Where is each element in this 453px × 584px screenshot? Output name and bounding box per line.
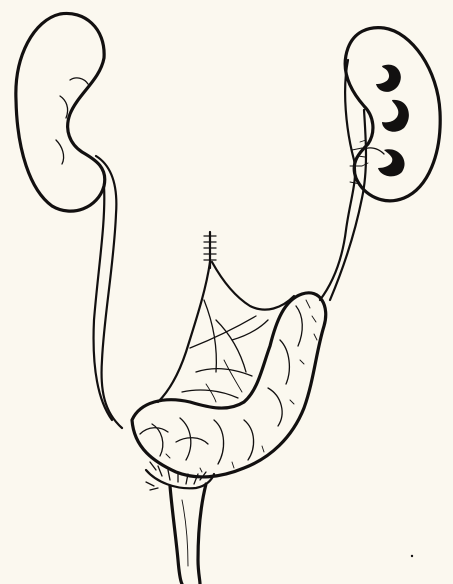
bowel-segment xyxy=(132,293,326,477)
anastomosis xyxy=(146,462,214,490)
urethra xyxy=(170,484,206,584)
right-ureter xyxy=(320,60,366,300)
right-kidney xyxy=(345,28,440,201)
suture-line xyxy=(204,232,216,268)
paper-speck xyxy=(411,555,413,557)
left-kidney xyxy=(16,13,105,211)
